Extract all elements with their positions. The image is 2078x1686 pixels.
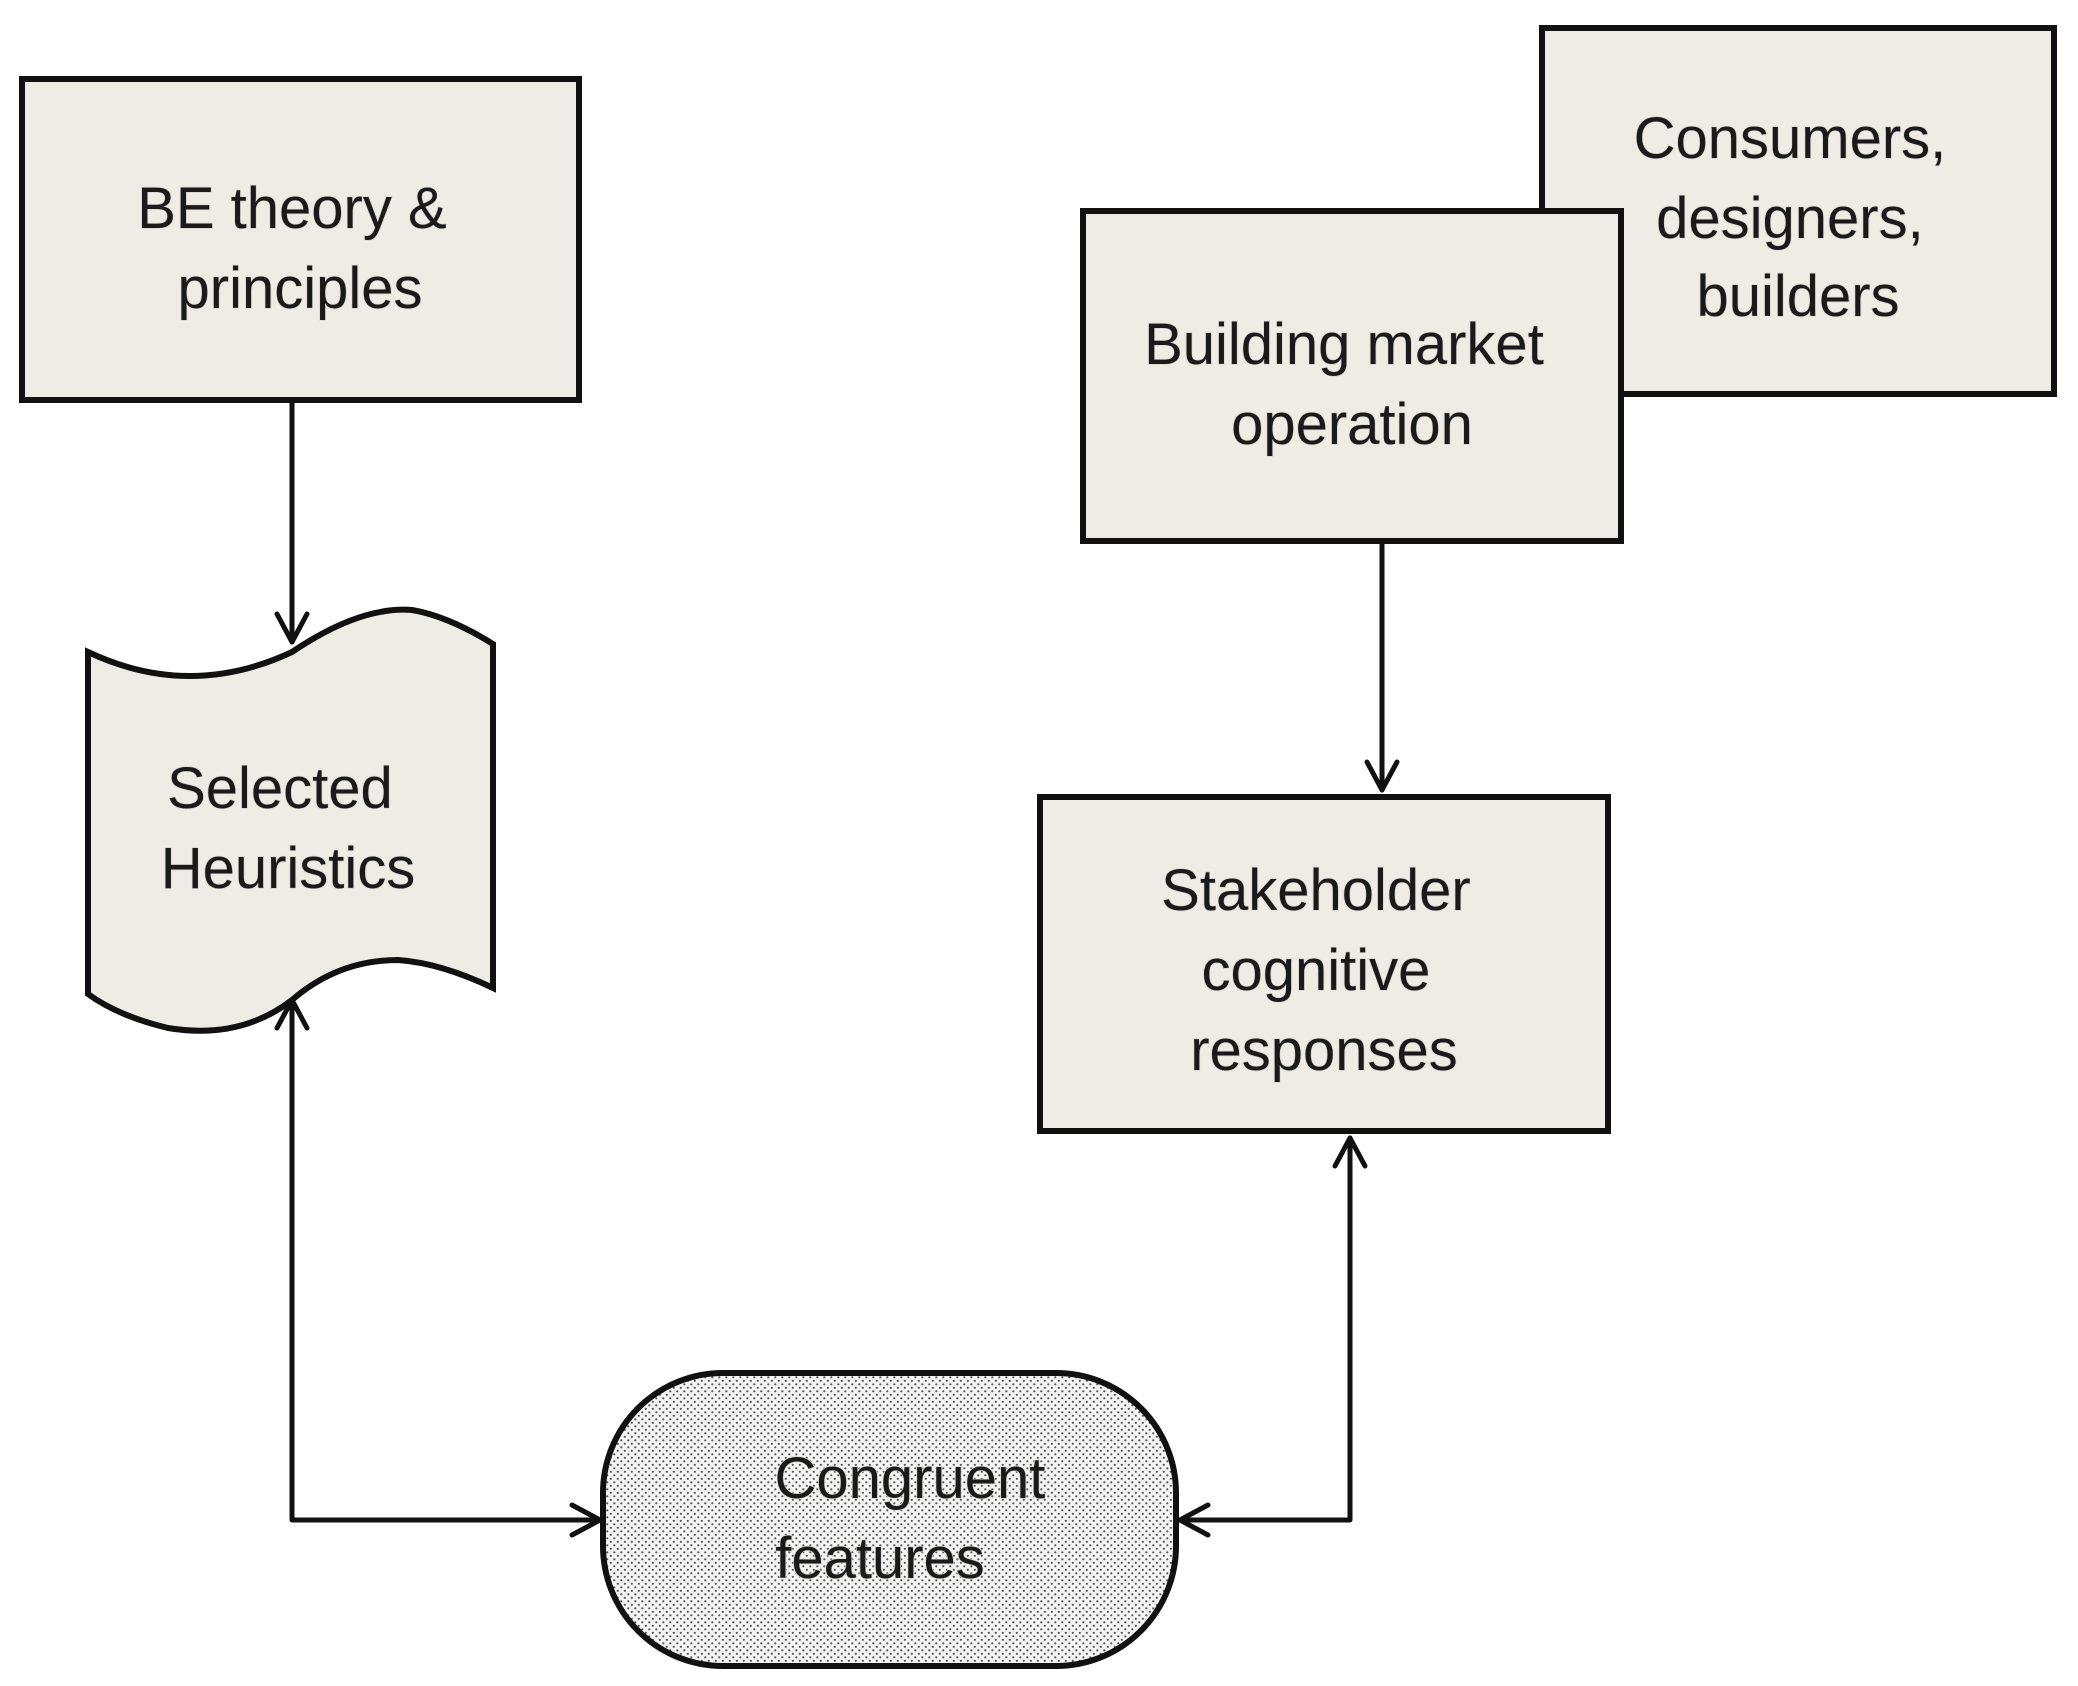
label-building-market: Building market operation xyxy=(1144,312,1560,457)
label-selected-heuristics: Selected Heuristics xyxy=(161,756,416,901)
box-be-theory xyxy=(19,76,582,403)
consumers-line-2: designers, xyxy=(1656,186,1924,251)
arrowhead-stakeholder-top xyxy=(1364,759,1400,793)
label-consumers: Consumers, designers, builders xyxy=(1634,106,1963,329)
connector-heuristics-congruent xyxy=(289,997,603,1523)
selected-heuristics-line-2: Heuristics xyxy=(161,836,416,901)
arrowhead-stakeholder-bottom xyxy=(1332,1135,1368,1169)
selected-heuristics-line-1: Selected xyxy=(167,756,393,821)
terminator-congruent xyxy=(600,1370,1179,1669)
be-theory-line-2: principles xyxy=(178,256,423,321)
label-congruent: Congruent features xyxy=(775,1446,1062,1591)
connector-stakeholder-congruent xyxy=(1177,1135,1353,1523)
stakeholder-line-2: cognitive xyxy=(1201,938,1430,1003)
congruent-line-1: Congruent xyxy=(775,1446,1046,1511)
arrowhead-heuristics-top xyxy=(274,611,310,645)
shape-selected-heuristics xyxy=(85,606,496,1034)
building-market-line-1: Building market xyxy=(1144,312,1544,377)
label-stakeholder: Stakeholder cognitive responses xyxy=(1161,858,1487,1083)
consumers-line-1: Consumers, xyxy=(1634,106,1947,171)
box-building-market xyxy=(1080,208,1624,544)
be-theory-line-1: BE theory & xyxy=(137,176,446,241)
arrowhead-congruent-right xyxy=(1177,1502,1211,1538)
consumers-line-3: builders xyxy=(1696,264,1899,329)
congruent-line-2: features xyxy=(775,1526,985,1591)
building-market-line-2: operation xyxy=(1231,392,1473,457)
stakeholder-line-3: responses xyxy=(1190,1018,1458,1083)
label-be-theory: BE theory & principles xyxy=(137,176,463,321)
box-stakeholder xyxy=(1037,794,1611,1134)
stakeholder-line-1: Stakeholder xyxy=(1161,858,1471,923)
